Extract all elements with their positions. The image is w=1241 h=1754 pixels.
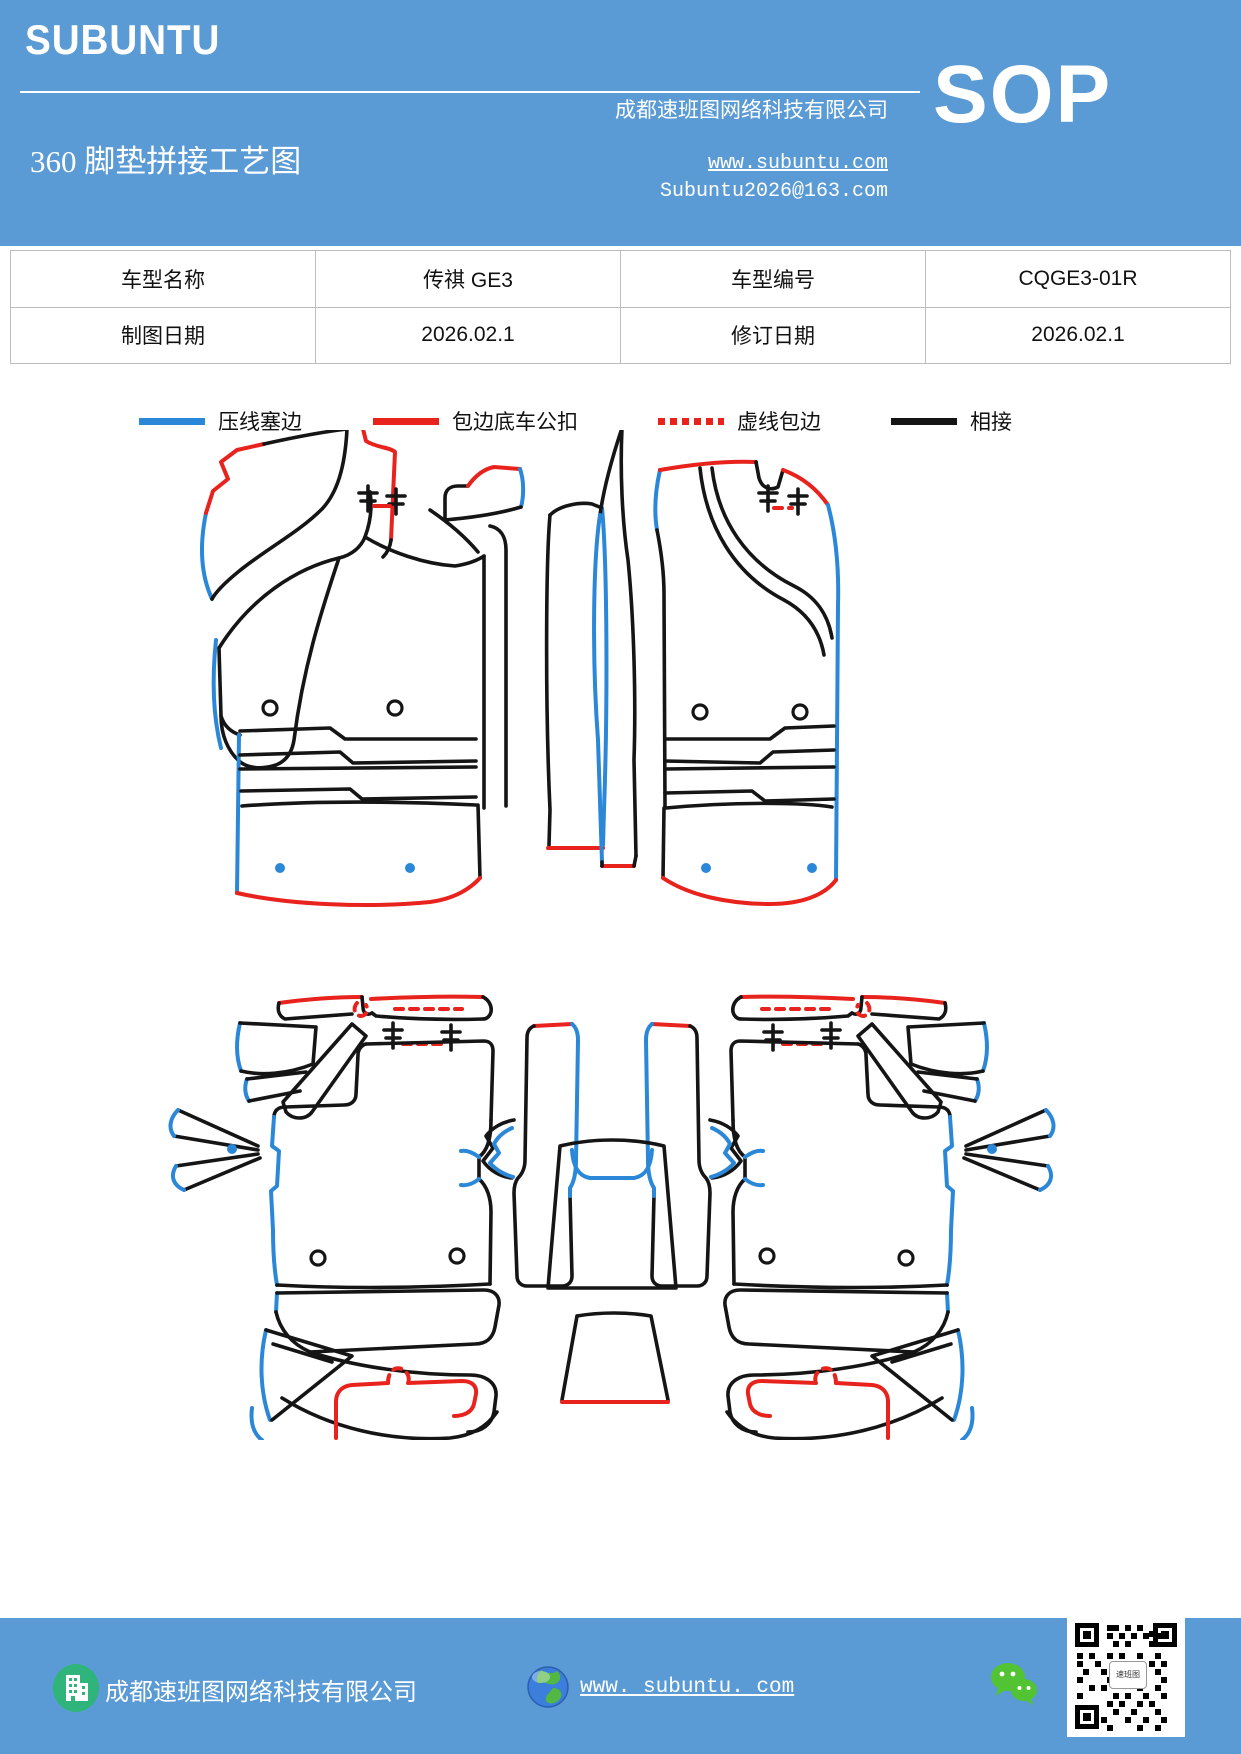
rear-center-tunnel: [546, 1138, 678, 1290]
rear-mat-left-half: [171, 997, 578, 1440]
legend-item-edge-buckle: 包边底车公扣: [373, 404, 578, 438]
sop-label: SOP: [933, 49, 1113, 140]
red-dashed-swatch: [658, 417, 724, 425]
vehicle-code-value: CQGE3-01R: [925, 250, 1231, 308]
vehicle-name-value: 传祺 GE3: [315, 250, 621, 308]
revision-date-label: 修订日期: [620, 306, 926, 364]
legend-item-join: 相接: [891, 404, 1012, 438]
header-company-name: 成都速班图网络科技有限公司: [615, 98, 888, 122]
header-website-link[interactable]: www.subuntu.com: [707, 152, 888, 175]
blue-line-swatch: [139, 417, 205, 425]
table-row: 制图日期 2026.02.1 修订日期 2026.02.1: [10, 306, 1231, 364]
qr-finder-icon: [1153, 1623, 1177, 1647]
footer-website-link[interactable]: www. subuntu. com: [580, 1676, 795, 1699]
header-band: SUBUNTU 360 脚垫拼接工艺图 成都速班图网络科技有限公司 SOP ww…: [0, 0, 1241, 246]
vehicle-code-label: 车型编号: [620, 250, 926, 308]
draw-date-label: 制图日期: [10, 306, 316, 364]
legend-item-press-line: 压线塞边: [139, 404, 302, 438]
front-right-mat: [592, 430, 841, 906]
rear-mat-right-half: [646, 997, 1053, 1440]
vehicle-info-table: 车型名称 传祺 GE3 车型编号 CQGE3-01R 制图日期 2026.02.…: [10, 250, 1231, 364]
legend-item-dashed-edge: 虚线包边: [658, 404, 821, 438]
building-icon: [53, 1664, 99, 1712]
line-type-legend: 压线塞边 包边底车公扣 虚线包边 相接: [0, 404, 1241, 438]
vehicle-name-label: 车型名称: [10, 250, 316, 308]
red-line-swatch: [373, 417, 439, 425]
brand-logo: SUBUNTU: [25, 16, 221, 63]
footer-company-name: 成都速班图网络科技有限公司: [105, 1680, 417, 1706]
qr-finder-icon: [1075, 1623, 1099, 1647]
revision-date-value: 2026.02.1: [925, 306, 1231, 364]
table-row: 车型名称 传祺 GE3 车型编号 CQGE3-01R: [10, 250, 1231, 308]
header-divider: [20, 91, 920, 93]
mat-pattern-drawing: [0, 430, 1241, 1440]
front-left-mat: [199, 430, 609, 907]
qr-code: 速班图: [1067, 1615, 1185, 1737]
draw-date-value: 2026.02.1: [315, 306, 621, 364]
globe-icon: [527, 1666, 569, 1708]
rear-center-trapezoid: [560, 1311, 670, 1404]
qr-center-logo: 速班图: [1109, 1661, 1147, 1689]
black-line-swatch: [891, 417, 957, 425]
qr-pattern: [1107, 1625, 1113, 1631]
page-title: 360 脚垫拼接工艺图: [30, 144, 302, 179]
header-email: Subuntu2026@163.com: [659, 180, 888, 203]
qr-finder-icon: [1075, 1705, 1099, 1729]
wechat-icon: [991, 1663, 1037, 1705]
